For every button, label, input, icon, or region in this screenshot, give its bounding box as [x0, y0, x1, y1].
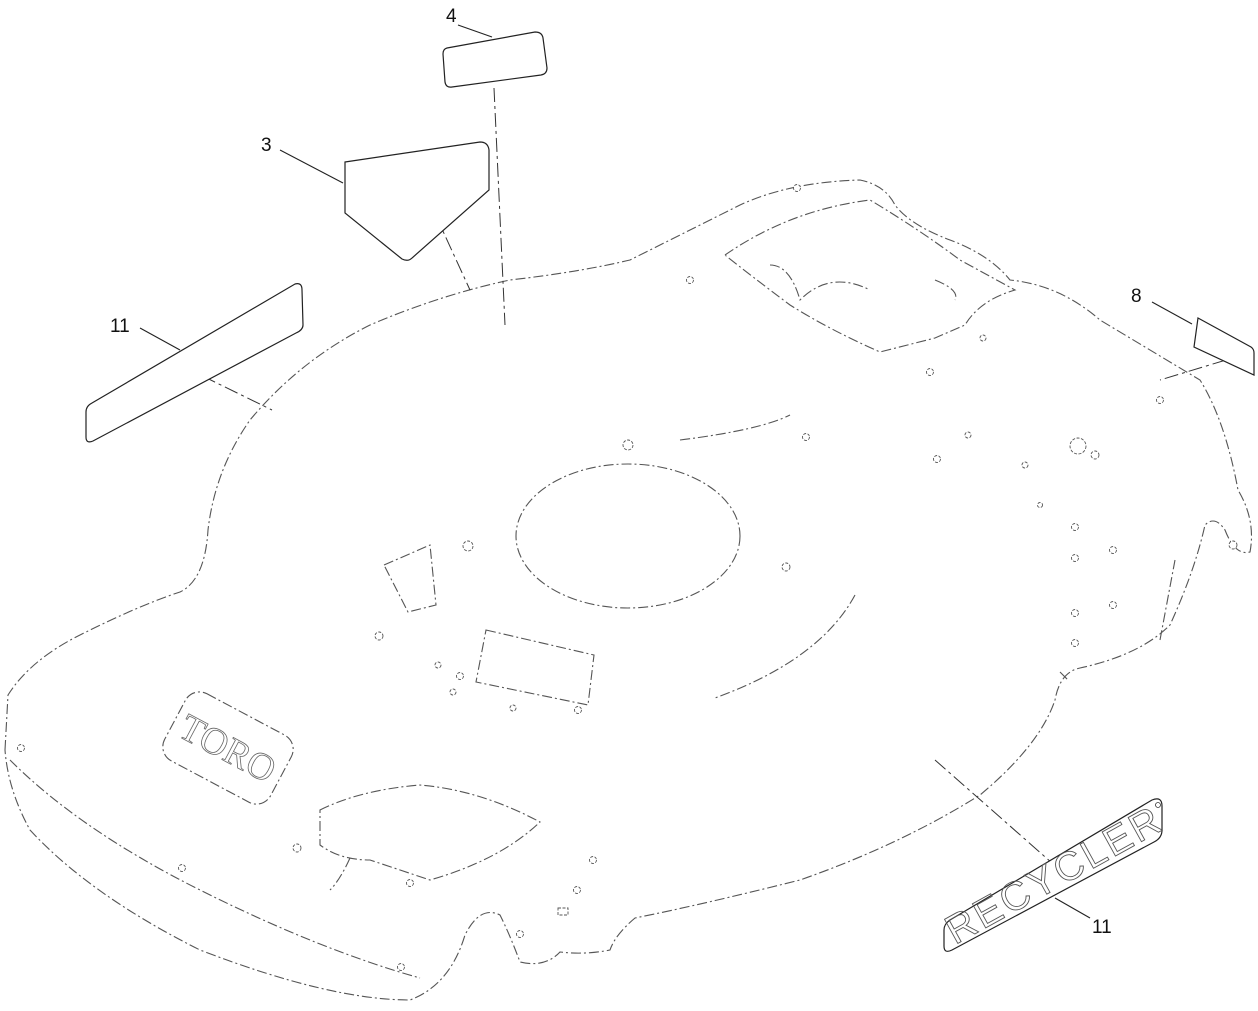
callout-11-recycler: 11	[1092, 917, 1112, 938]
wheel-well-detail	[329, 857, 351, 891]
right-side-panel	[1059, 559, 1176, 681]
centerline	[179, 364, 273, 411]
wheel-well-opening	[319, 784, 541, 881]
centerline	[424, 191, 471, 291]
chute-detail	[769, 264, 957, 302]
deck-opening	[383, 544, 437, 613]
deck-opening	[475, 629, 595, 706]
mounting-holes	[17, 184, 1238, 971]
callout-4: 4	[446, 6, 457, 27]
decal-recycler: RECYCLER 11	[938, 797, 1172, 954]
centerline	[1159, 359, 1227, 381]
decal-4: 4	[442, 6, 548, 88]
decal-8: 8	[1131, 286, 1255, 376]
blade-arc	[714, 594, 856, 699]
centerline	[493, 87, 506, 326]
discharge-opening	[724, 199, 1017, 353]
toro-logo: TORO	[162, 691, 294, 805]
centerline	[934, 759, 1061, 871]
decal-3: 3	[261, 135, 490, 261]
svg-text:TORO: TORO	[172, 706, 282, 791]
registered-mark-icon	[1155, 802, 1161, 808]
deck-center-opening	[515, 463, 741, 609]
deck-rear-edge	[9, 759, 421, 979]
callout-8: 8	[1131, 286, 1142, 307]
svg-text:RECYCLER: RECYCLER	[938, 797, 1171, 953]
callout-3: 3	[261, 135, 272, 156]
callout-11-left: 11	[110, 316, 130, 337]
mower-deck-outline	[4, 179, 1253, 1001]
blade-arc	[679, 414, 791, 441]
decal-11-strip: 11	[85, 283, 304, 443]
